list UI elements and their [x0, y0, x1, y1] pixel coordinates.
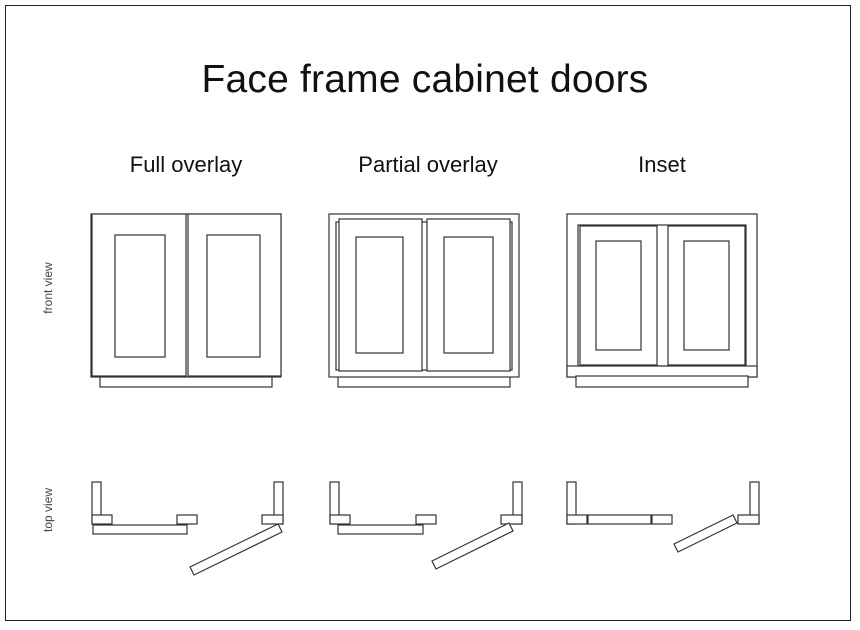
bottom-rail	[566, 365, 758, 378]
column-label-inset: Inset	[638, 152, 686, 177]
frame-stile-left	[566, 514, 588, 525]
top-view-inset	[566, 481, 760, 553]
frame-stile-center	[415, 514, 437, 525]
frame-stile-right	[737, 514, 760, 525]
column-label-partial-overlay: Partial overlay	[358, 152, 498, 177]
door-open	[189, 523, 283, 576]
frame-stile-left	[91, 514, 113, 525]
top-view-full-overlay	[91, 481, 284, 576]
frame-stile-center	[176, 514, 198, 525]
door-left-panel	[595, 240, 642, 351]
door-closed	[92, 524, 188, 535]
column-label-full-overlay: Full overlay	[129, 152, 243, 177]
door-left-panel	[114, 234, 166, 358]
door-open	[673, 514, 738, 553]
top-view-partial-overlay	[329, 481, 523, 570]
door-left-panel	[355, 236, 404, 354]
frame-stile-right	[261, 514, 284, 525]
door-right-panel	[206, 234, 261, 358]
frame-stile-left	[329, 514, 351, 525]
door-closed	[587, 514, 652, 525]
frame-stile-center	[651, 514, 673, 525]
frame-stile-right	[500, 514, 523, 525]
toe-kick	[337, 375, 511, 388]
front-view-partial-overlay	[328, 213, 520, 388]
door-open	[431, 522, 514, 570]
toe-kick	[99, 375, 273, 388]
front-view-inset	[566, 213, 758, 388]
door-closed	[337, 524, 424, 535]
door-right-panel	[443, 236, 494, 354]
toe-kick	[575, 375, 749, 388]
diagram-title: Face frame cabinet doors	[201, 58, 649, 101]
door-right-panel	[683, 240, 730, 351]
front-view-full-overlay	[90, 213, 282, 388]
diagram-frame	[5, 5, 851, 621]
